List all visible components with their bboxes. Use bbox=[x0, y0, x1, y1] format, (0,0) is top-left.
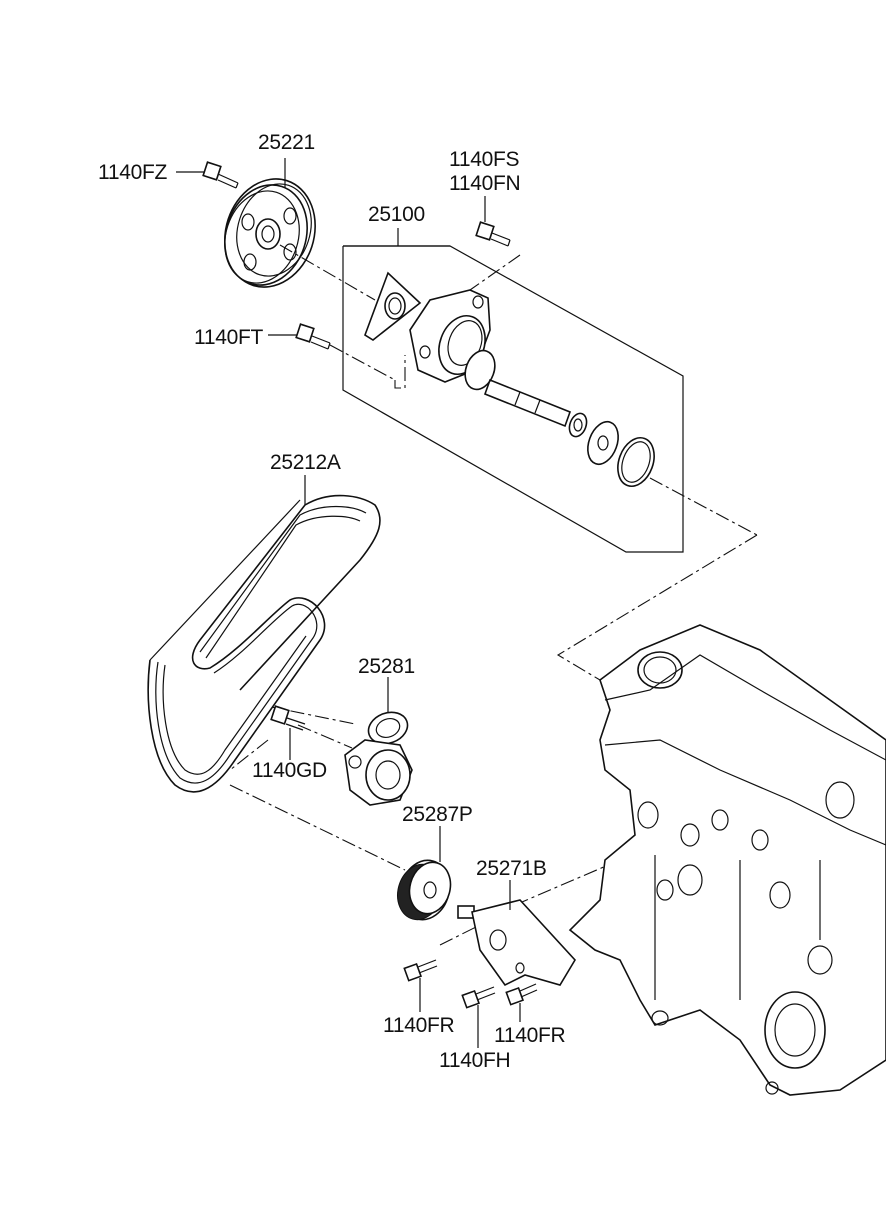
idler-bracket bbox=[457, 899, 576, 987]
drive-belt bbox=[147, 494, 381, 793]
part-label-25287p: 25287P bbox=[402, 803, 473, 826]
part-label-25271b: 25271B bbox=[476, 857, 547, 880]
part-label-1140fr-right: 1140FR bbox=[494, 1024, 566, 1047]
part-label-1140fr-left: 1140FR bbox=[383, 1014, 455, 1037]
idler-pulley bbox=[397, 859, 452, 921]
part-label-1140fs: 1140FS bbox=[449, 148, 520, 171]
part-label-1140fn: 1140FN bbox=[449, 172, 521, 195]
bolt-1140fz bbox=[176, 161, 239, 189]
pump-impeller bbox=[587, 420, 619, 466]
assembly-centerlines bbox=[167, 244, 758, 946]
part-label-1140ft: 1140FT bbox=[194, 326, 264, 349]
bolt-1140ft bbox=[268, 323, 331, 350]
pump-gasket bbox=[364, 271, 422, 341]
engine-block bbox=[568, 624, 886, 1096]
pump-shaft bbox=[483, 378, 588, 438]
water-pump-assembly-frame bbox=[342, 228, 684, 553]
pump-housing bbox=[409, 289, 496, 391]
part-label-25281: 25281 bbox=[358, 655, 415, 678]
part-label-25212a: 25212A bbox=[270, 451, 341, 474]
part-label-25221: 25221 bbox=[258, 131, 315, 154]
bracket-bolts bbox=[403, 959, 538, 1048]
part-label-1140fh: 1140FH bbox=[439, 1049, 511, 1072]
part-label-1140gd: 1140GD bbox=[252, 759, 327, 782]
part-label-25100: 25100 bbox=[368, 203, 425, 226]
pump-o-ring bbox=[617, 436, 655, 488]
water-pump-pulley bbox=[224, 178, 316, 288]
belt-tensioner bbox=[344, 711, 413, 806]
part-label-1140fz: 1140FZ bbox=[98, 161, 168, 184]
bolt-1140fs bbox=[475, 196, 511, 247]
bolt-1140gd bbox=[270, 705, 306, 760]
